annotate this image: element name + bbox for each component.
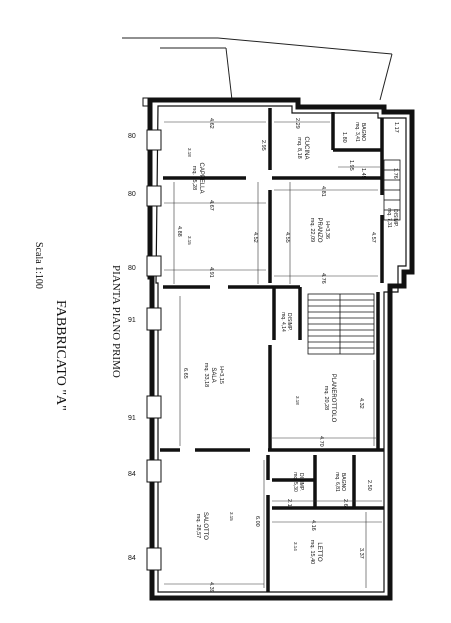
dim-label: 1.95 — [348, 160, 354, 171]
room-name-bagno-2: BAGNO — [340, 473, 346, 491]
room-area-planerottolo: mq. 20,28 — [323, 386, 329, 410]
dim-label: 3.37 — [358, 548, 364, 559]
room-name-planerottolo: PLANEROTTOLO — [330, 374, 336, 423]
dim-label: 1.17 — [393, 122, 399, 133]
dim-label: 4.57 — [370, 232, 376, 243]
dim-label: 4.70 — [318, 436, 324, 447]
drawing-title: FABBRICATO "A" — [53, 300, 68, 411]
dim-label: 4.39 — [208, 582, 214, 593]
room-labels: CAPPELLA mq. 35,28 CUCINA mq. 8,18 BAGNO… — [191, 122, 398, 564]
room-name-pranzo: PRANZO — [316, 217, 322, 242]
room-area-sala: mq. 33,18 — [203, 363, 209, 387]
room-area-cappella: mq. 35,28 — [191, 166, 197, 190]
height-marks: 3.18 3.15 3.18 3.15 3.14 — [187, 148, 300, 551]
facade-windows — [146, 129, 162, 571]
dim-label: 4.62 — [208, 118, 214, 129]
dim-label: 1.76 — [392, 168, 398, 179]
height-mark: 3.15 — [229, 512, 234, 521]
dim-label: 4.16 — [310, 520, 316, 531]
room-area-bagno-2: mq. 6,81 — [334, 472, 340, 492]
drawing-scale: Scala 1:100 — [33, 242, 44, 289]
room-height-sala: H=3,15 — [218, 366, 224, 384]
room-area-cucina: mq. 8,18 — [296, 137, 302, 158]
dim-label: 4.91 — [208, 267, 214, 278]
dim-label: 1.80 — [341, 132, 347, 143]
dim-label: 1.45 — [360, 168, 366, 179]
height-mark: 3.18 — [187, 148, 192, 157]
room-height-pranzo: H=3,36 — [324, 221, 330, 239]
window-code: 80 — [128, 191, 136, 198]
dim-label: 6.65 — [182, 368, 188, 379]
site-boundary — [122, 37, 393, 101]
window-codes: 80 80 80 91 91 84 84 — [128, 133, 136, 562]
window-code: 80 — [128, 265, 136, 272]
room-name-cucina: CUCINA — [303, 136, 309, 159]
corner-marker — [142, 97, 152, 107]
dim-label: 2.29 — [294, 118, 300, 129]
height-mark: 3.14 — [293, 542, 298, 551]
window-code: 84 — [128, 471, 136, 478]
room-name-cappella: CAPPELLA — [198, 162, 204, 193]
dim-label: 4.55 — [284, 232, 290, 243]
dim-label: 4.88 — [176, 226, 182, 237]
dim-label: 4.52 — [252, 232, 258, 243]
dim-label: 2.66 — [342, 499, 348, 510]
room-area-letto: mq. 15,40 — [309, 540, 315, 564]
dimension-labels: 4.62 2.29 1.17 2.95 1.80 1.95 1.45 4.81 … — [176, 118, 399, 593]
exterior-walls — [147, 97, 415, 601]
dim-label: 4.81 — [320, 186, 326, 197]
room-area-pranzo: mq. 22,09 — [309, 218, 315, 242]
room-name-sala: SALA — [210, 367, 216, 382]
dim-label: 4.32 — [358, 398, 364, 409]
room-area-disimp-3: mq. 5,30 — [292, 472, 298, 492]
room-area-salotto: mq. 28,57 — [195, 514, 201, 538]
height-mark: 3.18 — [295, 396, 300, 405]
dim-label: 4.67 — [208, 200, 214, 211]
room-area-disimp-2: mq. 4,14 — [280, 312, 286, 332]
room-name-bagno-1: BAGNO — [360, 123, 366, 141]
room-name-letto: LETTO — [316, 542, 322, 562]
window-code: 91 — [128, 415, 136, 422]
room-area-bagno-1: mq. 3,41 — [354, 122, 360, 142]
room-name-disimp-1: DISIMP. — [392, 209, 398, 227]
window-code: 80 — [128, 133, 136, 140]
room-name-disimp-2: DISIMP. — [286, 313, 292, 331]
dim-label: 6.00 — [254, 516, 260, 527]
room-area-disimp-1: mq. 7,31 — [386, 208, 392, 228]
dim-label: 4.76 — [320, 273, 326, 284]
dimension-lines — [164, 121, 382, 588]
room-name-disimp-3: DISIMP. — [298, 473, 304, 491]
staircase — [307, 159, 401, 355]
window-code: 91 — [128, 317, 136, 324]
dim-label: 2.50 — [366, 480, 372, 491]
room-name-salotto: SALOTTO — [202, 512, 208, 540]
dim-label: 2.12 — [286, 499, 292, 510]
dim-label: 2.95 — [260, 140, 266, 151]
height-mark: 3.15 — [187, 236, 192, 245]
window-code: 84 — [128, 555, 136, 562]
interior-walls — [160, 108, 384, 592]
drawing-subtitle: PIANTA PIANO PRIMO — [110, 265, 122, 378]
